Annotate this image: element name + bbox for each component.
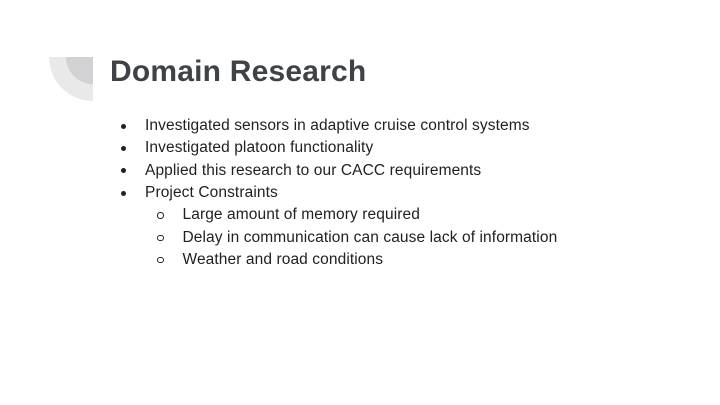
list-item-text: Project Constraints bbox=[145, 184, 278, 202]
list-item: Project Constraints bbox=[0, 182, 720, 204]
list-item-text: Investigated platoon functionality bbox=[145, 139, 374, 157]
sub-bullet-icon bbox=[157, 256, 164, 264]
list-item-text: Applied this research to our CACC requir… bbox=[145, 161, 482, 179]
list-item: Weather and road conditions bbox=[0, 249, 720, 271]
list-item: Applied this research to our CACC requir… bbox=[0, 160, 720, 182]
list-item-text: Delay in communication can cause lack of… bbox=[182, 228, 558, 246]
list-item-text: Weather and road conditions bbox=[182, 251, 384, 269]
list-item: Investigated sensors in adaptive cruise … bbox=[0, 115, 720, 137]
sub-bullet-icon bbox=[157, 234, 164, 242]
slide-title: Domain Research bbox=[110, 55, 367, 88]
list-item: Delay in communication can cause lack of… bbox=[0, 227, 720, 249]
quarter-circle-decoration bbox=[49, 57, 93, 101]
sub-bullet-icon bbox=[157, 212, 164, 219]
bullet-icon bbox=[121, 168, 126, 174]
bullet-icon bbox=[121, 145, 126, 151]
list-item: Investigated platoon functionality bbox=[0, 137, 720, 159]
bullet-list: Investigated sensors in adaptive cruise … bbox=[0, 115, 720, 271]
bullet-icon bbox=[121, 190, 126, 196]
list-item-text: Large amount of memory required bbox=[182, 206, 420, 224]
list-item: Large amount of memory required bbox=[0, 204, 720, 226]
list-item-text: Investigated sensors in adaptive cruise … bbox=[145, 117, 530, 135]
bullet-icon bbox=[121, 123, 126, 129]
